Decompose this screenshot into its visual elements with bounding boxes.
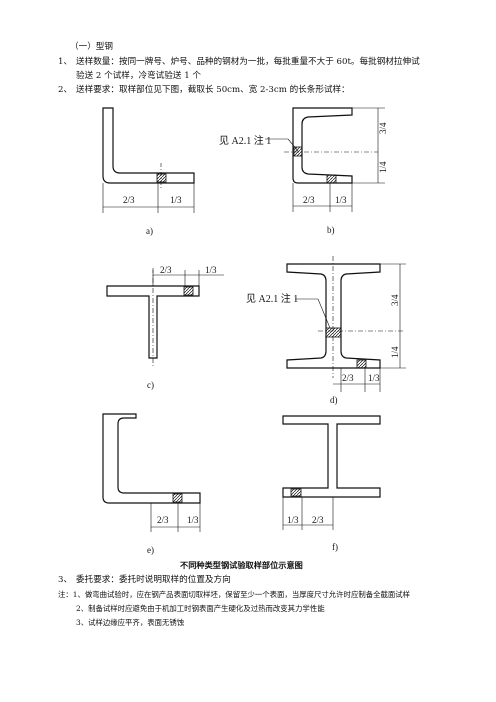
figure-b-dim-right: 1/3: [335, 195, 347, 205]
figure-d-label: d): [330, 395, 338, 405]
figure-d-web-sample: [325, 327, 342, 338]
figure-b-flange-sample: [326, 174, 337, 184]
note-1: 注：1、做弯曲试验时，应在钢产品表面切取样坯，保留至少一个表面，当厚度尺寸允许时…: [58, 590, 411, 599]
figure-d-dim-left: 2/3: [342, 373, 354, 383]
item-1-line-2: 验送 2 个试样，冷弯试验送 1 个: [76, 71, 201, 81]
section-title: （一）型钢: [70, 42, 113, 52]
figure-f-wide-i-beam-section: [282, 415, 381, 530]
figure-e-dim-right: 1/3: [187, 515, 199, 525]
figure-a-dim-right: 1/3: [170, 195, 182, 205]
figure-c-dim-left: 2/3: [160, 265, 172, 275]
item-1-number: 1、: [58, 57, 73, 67]
figure-f-dim-right: 2/3: [312, 515, 324, 525]
figure-b-web-sample: [293, 146, 303, 157]
figure-a-dim-left: 2/3: [123, 195, 135, 205]
figure-e-sample-mark: [172, 493, 183, 503]
figure-e-label: e): [147, 545, 154, 555]
figure-d-dim-right: 1/3: [368, 373, 380, 383]
item-2-line-1: 送样要求：取样部位见下图，截取长 50cm、宽 2-3cm 的长条形试样：: [76, 85, 350, 95]
figure-e-dim-left: 2/3: [157, 515, 169, 525]
figure-f-sample-mark: [290, 488, 302, 497]
note-3: 3、试样边缘应平齐，表面无锈蚀: [76, 618, 185, 627]
figure-c-sample-mark: [183, 286, 194, 296]
note-2: 2、制备试样时应避免由于机加工时钢表面产生硬化及过热而改变其力学性能: [76, 604, 325, 613]
item-1-line-1: 送样数量：按同一牌号、炉号、品种的钢材为一批，每批重量不大于 60t。每批钢材拉…: [76, 57, 420, 67]
item-2-number: 2、: [58, 85, 73, 95]
figure-b-note: 见 A2.1 注 1: [219, 134, 271, 147]
figure-e-angle-section: [102, 413, 201, 532]
figure-d-note: 见 A2.1 注 1: [246, 292, 298, 305]
figure-b-label: b): [327, 225, 335, 235]
figure-c-tee-section: [106, 268, 224, 368]
figure-b-dim-left: 2/3: [303, 195, 315, 205]
figure-f-dim-left: 1/3: [287, 515, 299, 525]
figure-d-i-beam-section: [286, 256, 406, 392]
figure-d-flange-sample: [356, 359, 367, 369]
item-3-text: 委托要求：委托时说明取样的位置及方向: [76, 575, 231, 585]
figure-a-sample-mark: [156, 173, 167, 183]
figure-d-dim-bottom: 1/4: [390, 346, 400, 358]
figure-b-channel-section: [265, 107, 385, 212]
figure-c-dim-right: 1/3: [205, 265, 217, 275]
figure-c-label: c): [147, 380, 154, 390]
item-3-number: 3、: [58, 575, 73, 585]
figure-caption: 不同种类型钢试验取样部位示意图: [180, 560, 303, 570]
figure-b-dim-top: 3/4: [378, 122, 388, 134]
figure-d-dim-top: 3/4: [390, 294, 400, 306]
figure-a-angle-section: [102, 107, 195, 213]
figure-a-label: a): [146, 226, 153, 236]
figure-f-label: f): [332, 542, 338, 552]
figure-b-dim-bottom: 1/4: [378, 161, 388, 173]
